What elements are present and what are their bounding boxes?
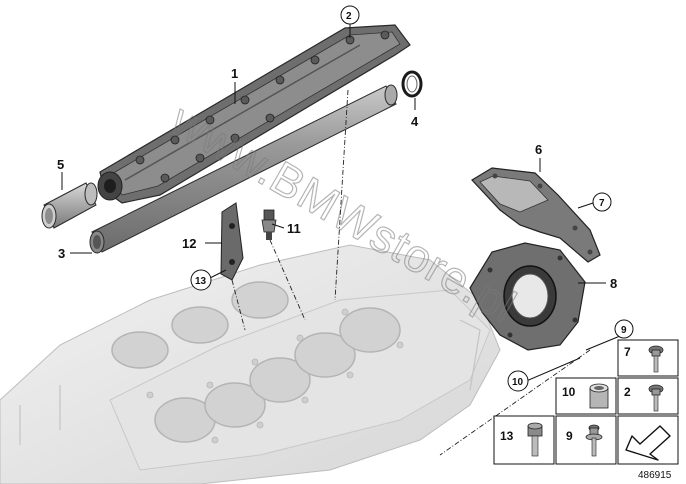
center-lines	[231, 89, 591, 456]
legend-num-13: 13	[500, 429, 514, 443]
legend-num-10: 10	[562, 385, 576, 399]
callout-3: 3	[58, 246, 65, 261]
part-4-seal-ring	[401, 70, 423, 98]
legend-cell-9	[555, 415, 617, 465]
callout-7-circle	[592, 192, 612, 212]
callouts: 1 2 3 4 5 6 7 8 9 10 11 12 13	[57, 5, 634, 392]
bolt-2-icon	[648, 384, 664, 412]
callout-12: 12	[182, 236, 196, 251]
callout-13-circle	[190, 269, 212, 291]
part-3-tube	[89, 84, 398, 254]
callout-10: 10	[512, 377, 524, 388]
callout-7: 7	[599, 198, 605, 209]
legend-cell-2	[617, 377, 679, 415]
callout-11: 11	[287, 221, 301, 236]
callout-9: 9	[621, 325, 627, 336]
callout-2: 2	[346, 11, 352, 22]
sleeve-10-icon	[589, 383, 609, 409]
part-6-cover	[471, 167, 601, 263]
callout-10-circle	[507, 370, 529, 392]
legend-num-7: 7	[624, 345, 631, 359]
part-11-sensor	[261, 209, 277, 240]
legend-cell-13	[493, 415, 555, 465]
diagram-id: 486915	[638, 470, 672, 481]
direction-arrow-icon	[625, 425, 671, 461]
callout-5: 5	[57, 157, 64, 172]
engine-block	[0, 244, 501, 484]
part-8-seal-carrier	[469, 242, 586, 351]
legend-num-2: 2	[624, 385, 631, 399]
legend-num-9: 9	[566, 429, 573, 443]
part-1-housing	[97, 24, 411, 204]
callout-8: 8	[610, 276, 617, 291]
part-5-pipe-sleeve	[41, 182, 98, 229]
bolt-9-icon	[585, 424, 603, 457]
callout-9-circle	[614, 319, 634, 339]
legend-cell-7	[617, 339, 679, 377]
callout-6: 6	[535, 142, 542, 157]
parts-legend-grid: 7 10 2 13 9	[493, 339, 679, 465]
bolt-13-icon	[527, 422, 543, 457]
callout-1: 1	[231, 66, 238, 81]
callout-13: 13	[195, 276, 207, 287]
bolt-7-icon	[648, 345, 664, 373]
part-12-bracket	[220, 202, 244, 281]
callout-4: 4	[411, 114, 419, 129]
callout-2-circle	[340, 5, 360, 25]
part-1-bolt-bosses	[135, 30, 390, 183]
cylinder-bores	[111, 281, 401, 443]
